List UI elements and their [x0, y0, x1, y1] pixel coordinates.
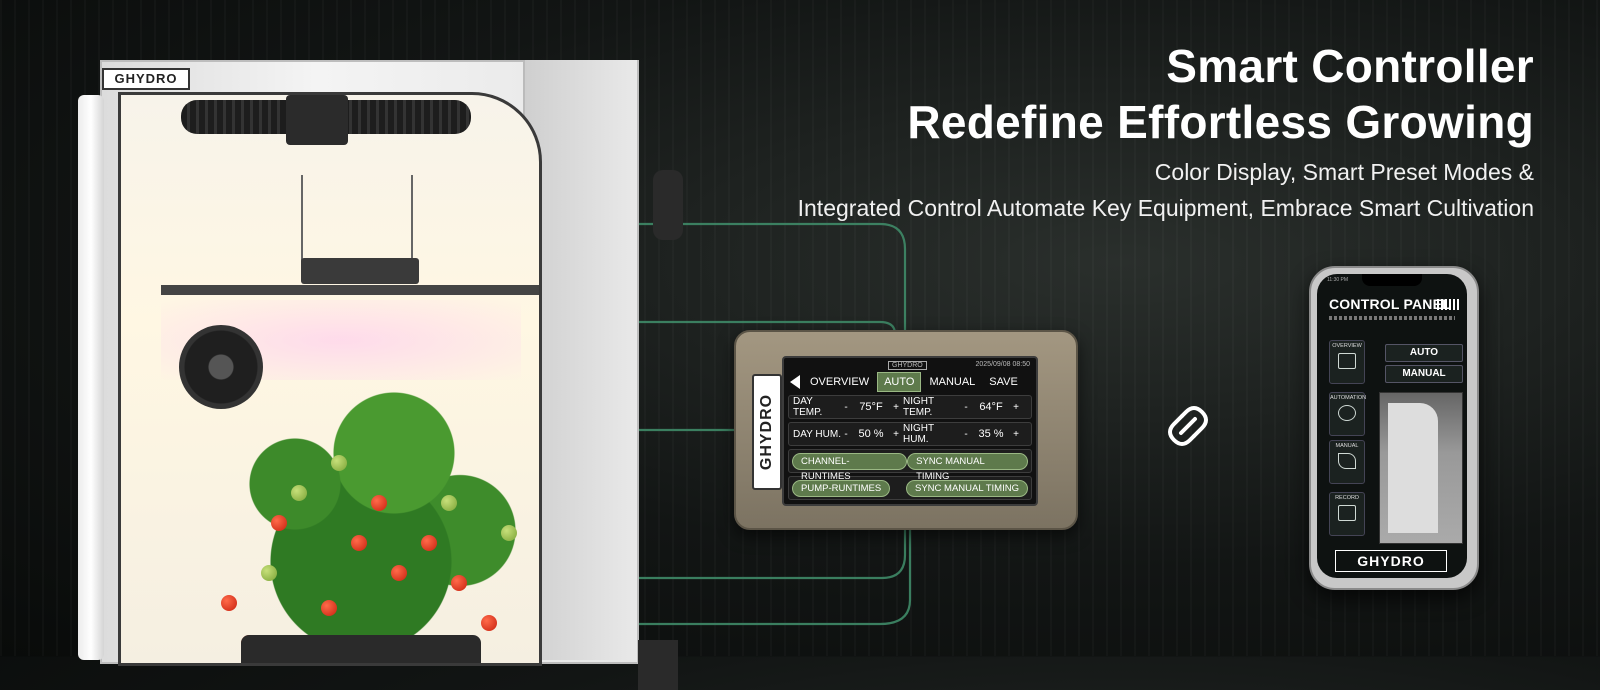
screen-brand: GHYDRO	[888, 361, 927, 370]
plant-pot	[241, 635, 481, 663]
humidity-setting-row: DAY HUM. - 50 % + NIGHT HUM. - 35 % +	[788, 422, 1032, 446]
pump-runtimes-row: PUMP-RUNTIMES SYNC MANUAL TIMING	[788, 476, 1032, 500]
wrench-icon	[1338, 453, 1356, 469]
tomato	[451, 575, 467, 591]
night-hum-plus-button[interactable]: +	[1013, 428, 1019, 440]
phone-status-time: 11:30 PM	[1327, 277, 1349, 283]
night-temp-minus-button[interactable]: -	[964, 401, 968, 413]
tomato	[221, 595, 237, 611]
green-tomato	[331, 455, 347, 471]
pump-runtimes-button[interactable]: PUMP-RUNTIMES	[792, 479, 891, 497]
tomato	[481, 615, 497, 631]
sidebar-item-automation[interactable]: AUTOMATION	[1329, 392, 1366, 436]
sync-manual-timing-button[interactable]: SYNC MANUAL TIMING	[906, 479, 1028, 497]
tomato-plant	[196, 360, 526, 663]
day-temp-value: 75°F	[859, 401, 883, 413]
night-temp-label: NIGHT TEMP.	[903, 396, 934, 418]
smart-controller: GHYDRO GHYDRO 2025/09/08 08:50 OVERVIEW …	[734, 330, 1078, 530]
green-tomato	[291, 485, 307, 501]
controller-screen: GHYDRO 2025/09/08 08:50 OVERVIEW AUTO MA…	[782, 356, 1038, 506]
headline-subtitle-2: Integrated Control Automate Key Equipmen…	[797, 195, 1534, 221]
night-hum-label: NIGHT HUM.	[903, 423, 934, 445]
tomato	[351, 535, 367, 551]
tab-save[interactable]: SAVE	[989, 376, 1018, 388]
green-tomato	[441, 495, 457, 511]
day-hum-minus-button[interactable]: -	[844, 428, 848, 440]
headline-title-2: Redefine Effortless Growing	[907, 96, 1534, 148]
tomato	[321, 600, 337, 616]
channel-runtimes-row: CHANNEL-RUNTIMES SYNC MANUAL TIMING	[788, 449, 1032, 482]
sidebar-item-manual[interactable]: MANUAL	[1329, 440, 1365, 484]
night-hum-minus-button[interactable]: -	[964, 428, 968, 440]
tent-brand-logo: GHYDRO	[102, 68, 190, 90]
sidebar-item-overview[interactable]: OVERVIEW	[1329, 340, 1365, 384]
manual-mode-button[interactable]: MANUAL	[1385, 365, 1463, 383]
tab-manual[interactable]: MANUAL	[929, 376, 976, 388]
night-temp-plus-button[interactable]: +	[1013, 401, 1019, 413]
light-hanger-wire	[411, 175, 413, 275]
tab-auto[interactable]: AUTO	[877, 372, 922, 392]
grow-light	[301, 258, 419, 284]
night-hum-value: 35 %	[978, 428, 1004, 440]
headline-block: Smart Controller Redefine Effortless Gro…	[798, 38, 1534, 226]
tent-window	[638, 640, 678, 690]
title-underline	[1329, 316, 1455, 320]
green-tomato	[501, 525, 517, 541]
tomato	[391, 565, 407, 581]
phone-notch	[1362, 274, 1422, 286]
inline-fan	[286, 95, 348, 145]
sync-manual-timing-button[interactable]: SYNC MANUAL TIMING	[907, 452, 1028, 482]
screen-tabs: OVERVIEW AUTO MANUAL SAVE	[788, 372, 1032, 392]
day-hum-plus-button[interactable]: +	[893, 428, 899, 440]
tent-shelf	[161, 285, 539, 295]
headline-title-1: Smart Controller	[1166, 40, 1534, 92]
tomato	[271, 515, 287, 531]
home-icon	[1338, 353, 1356, 369]
day-temp-label: DAY TEMP.	[793, 396, 823, 418]
control-panel-title: CONTROL PANEL	[1329, 296, 1451, 312]
sidebar-item-record[interactable]: RECORD	[1329, 492, 1365, 536]
document-icon	[1338, 505, 1356, 521]
day-temp-plus-button[interactable]: +	[893, 401, 899, 413]
barcode-icon	[1437, 299, 1459, 310]
gear-icon	[1338, 405, 1356, 421]
temp-setting-row: DAY TEMP. - 75°F + NIGHT TEMP. - 64°F +	[788, 395, 1032, 419]
channel-runtimes-button[interactable]: CHANNEL-RUNTIMES	[792, 452, 908, 482]
day-hum-value: 50 %	[858, 428, 884, 440]
headline-subtitle-1: Color Display, Smart Preset Modes &	[1154, 159, 1534, 185]
back-arrow-icon[interactable]	[790, 375, 800, 389]
auto-mode-button[interactable]: AUTO	[1385, 344, 1463, 362]
smartphone: 11:30 PM CONTROL PANEL OVERVIEW AUTOMATI…	[1309, 266, 1479, 590]
link-broken-icon	[1168, 406, 1208, 446]
phone-screen: 11:30 PM CONTROL PANEL OVERVIEW AUTOMATI…	[1317, 274, 1467, 578]
tomato	[421, 535, 437, 551]
light-hanger-wire	[301, 175, 303, 275]
tent-interior	[118, 92, 542, 666]
day-temp-minus-button[interactable]: -	[844, 401, 848, 413]
tomato	[371, 495, 387, 511]
tent-preview-image	[1379, 392, 1463, 544]
tent-door-roll	[78, 95, 104, 660]
night-temp-value: 64°F	[979, 401, 1003, 413]
green-tomato	[261, 565, 277, 581]
tent-vent	[653, 170, 683, 240]
tent-side-panel	[523, 60, 637, 660]
grow-tent: GHYDRO	[78, 60, 683, 690]
tab-overview[interactable]: OVERVIEW	[810, 376, 870, 388]
screen-status-bar: GHYDRO 2025/09/08 08:50	[788, 361, 1032, 370]
phone-brand-logo: GHYDRO	[1335, 550, 1447, 572]
screen-datetime: 2025/09/08 08:50	[975, 361, 1031, 368]
controller-brand-logo: GHYDRO	[752, 374, 782, 490]
day-hum-label: DAY HUM.	[793, 428, 841, 440]
